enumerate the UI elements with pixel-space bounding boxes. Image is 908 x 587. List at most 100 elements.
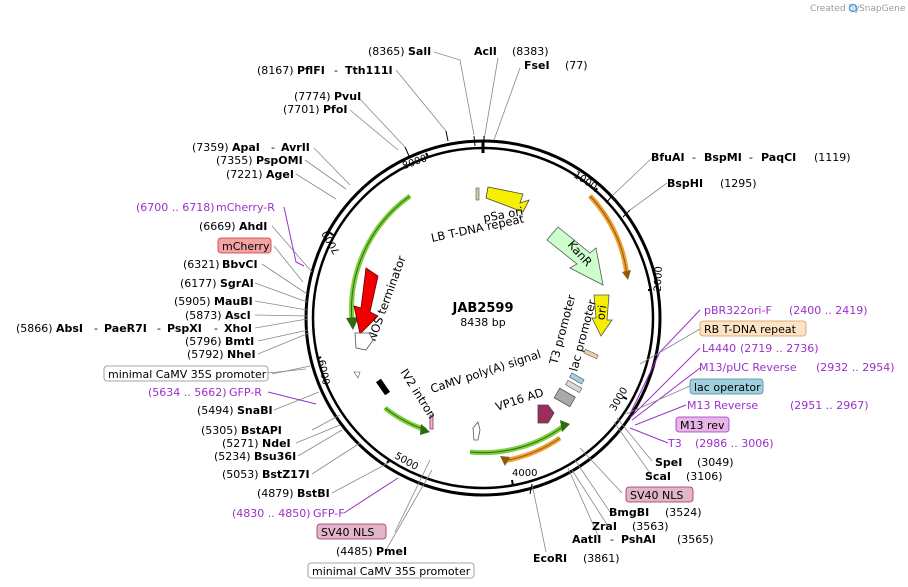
site-bstz17i-pos: (5053) — [222, 468, 259, 481]
site-asci-pos: (5873) — [185, 309, 222, 322]
site-zrai-pos: (3563) — [632, 520, 669, 533]
site-fsei-pos: (77) — [565, 59, 588, 72]
vp16-ad-arrow — [537, 404, 555, 424]
lac-operator-box-label: lac operator — [694, 381, 761, 394]
primer-gfp-f-name: GFP-F — [313, 507, 345, 520]
primer-gfp-r-name: GFP-R — [229, 386, 262, 399]
primer-pbr322ori-f-range: (2400 .. 2419) — [789, 304, 868, 317]
rb-tdna-box-label: RB T-DNA repeat — [704, 323, 797, 336]
lac-operator-mark — [569, 372, 585, 385]
mcherry-box-label: mCherry — [222, 240, 270, 253]
green-arrow-left-bottom-head — [420, 424, 430, 435]
site-aatii-name: AatII — [572, 533, 601, 546]
lac-operator-box — [689, 378, 764, 395]
tick-6000: 6000 — [315, 359, 331, 386]
primer-gfp-f-range: (4830 .. 4850) — [232, 507, 311, 520]
site-bspmi-name: BspMI — [704, 151, 742, 164]
site-ndei-pos: (5271) — [222, 437, 259, 450]
site-sgrai-name: SgrAI — [220, 277, 254, 290]
backbone — [304, 139, 662, 497]
site-spei-name: SpeI — [655, 456, 682, 469]
site-absi-name: AbsI — [56, 322, 83, 335]
small-white-arrow — [472, 421, 481, 441]
site-pfoi-pos: (7701) — [283, 103, 320, 116]
min35s-box-bottom-label: minimal CaMV 35S promoter — [312, 565, 471, 578]
tick-marks — [316, 152, 652, 487]
site-pvui-pos: (7774) — [294, 90, 331, 103]
sv40-box-right-label: SV40 NLS — [630, 489, 683, 502]
site-bstapi-name: BstAPI — [241, 424, 282, 437]
rb-tdna-box — [699, 320, 807, 337]
site-asci-name: AscI — [225, 309, 251, 322]
site-bfuai-pos: (1119) — [814, 151, 851, 164]
site-maubi-name: MauBI — [214, 295, 253, 308]
site-ahdi-name: AhdI — [239, 220, 267, 233]
site-absi-dash: - — [94, 322, 98, 335]
camv-polya-mark — [553, 387, 576, 408]
primer-m13-puc-reverse-range: (2932 .. 2954) — [816, 361, 895, 374]
site-nhei-name: NheI — [227, 348, 256, 361]
site-pspomi-name: PspOMI — [256, 154, 303, 167]
ori-label: ori — [594, 304, 610, 321]
site-sali-name: SalI — [408, 45, 431, 58]
nos-terminator-arrow — [353, 267, 379, 335]
site-paqci-name: PaqCI — [761, 151, 796, 164]
sv40-box-left — [316, 523, 387, 540]
orange-arrow-right-head — [622, 270, 631, 280]
psa-ori-label: pSa ori — [482, 204, 524, 225]
site-bmgbi-name: BmgBI — [609, 506, 649, 519]
site-tth111i-name: Tth111I — [345, 64, 393, 77]
site-bmti-pos: (5796) — [185, 335, 222, 348]
site-pflfi-pos: (8167) — [257, 64, 294, 77]
site-agei-pos: (7221) — [226, 168, 263, 181]
lb-tdna-mark — [475, 187, 480, 201]
site-pshai-pos: (3565) — [677, 533, 714, 546]
iv2-intron-mark — [375, 378, 391, 396]
kanr-arrow — [546, 226, 604, 286]
site-agei-name: AgeI — [266, 168, 294, 181]
site-bfuai-dash: - — [692, 151, 696, 164]
site-absi-pos: (5866) — [16, 322, 53, 335]
min35s-arrow-left — [354, 332, 374, 351]
primer-pbr322ori-f-name: pBR322ori-F — [704, 304, 772, 317]
site-bbvci-name: BbvCI — [222, 258, 258, 271]
green-arrow-bottom-core — [469, 424, 566, 454]
plasmid-name: JAB2599 — [452, 301, 514, 316]
primer-l4440-name: L4440 — [702, 342, 736, 355]
sv40-box-right — [625, 486, 694, 503]
site-bfuai-name: BfuAI — [651, 151, 685, 164]
primer-m13-reverse-name: M13 Reverse — [687, 399, 758, 412]
site-pshai-name: PshAI — [621, 533, 656, 546]
site-pmei-name: PmeI — [376, 545, 407, 558]
site-avrii-name: AvrII — [281, 141, 310, 154]
site-pvui-name: PvuI — [334, 90, 361, 103]
green-arrow-bottom-head — [560, 420, 570, 432]
m13-rev-box — [675, 416, 730, 433]
site-ndei-name: NdeI — [262, 437, 291, 450]
sv40-nls-mark — [429, 414, 434, 430]
site-pspomi-pos: (7355) — [216, 154, 253, 167]
site-apai-dash: - — [271, 141, 275, 154]
min35s-box-bottom — [307, 562, 475, 579]
mcherry-box — [217, 237, 272, 254]
site-pfoi-name: PfoI — [323, 103, 348, 116]
site-fsei-name: FseI — [524, 59, 550, 72]
site-nhei-pos: (5792) — [187, 348, 224, 361]
site-bbvci-pos: (6321) — [183, 258, 220, 271]
site-sgrai-pos: (6177) — [180, 277, 217, 290]
primer-t3-range: (2986 .. 3006) — [695, 437, 774, 450]
site-paer7i-name: PaeR7I — [104, 322, 147, 335]
small-marker-left — [353, 371, 361, 379]
site-ticks — [404, 130, 631, 495]
primer-m13-puc-reverse-name: M13/pUC Reverse — [699, 361, 797, 374]
site-zrai-name: ZraI — [592, 520, 617, 533]
site-bstapi-pos: (5305) — [201, 424, 238, 437]
tick-8000: 8000 — [401, 153, 429, 172]
site-bsphi-name: BspHI — [667, 177, 703, 190]
site-pflfi-name: PflFI — [297, 64, 325, 77]
site-scai-pos: (3106) — [686, 470, 723, 483]
site-ecori-pos: (3861) — [583, 552, 620, 565]
leader-lines — [254, 51, 668, 553]
site-bmti-name: BmtI — [225, 335, 254, 348]
